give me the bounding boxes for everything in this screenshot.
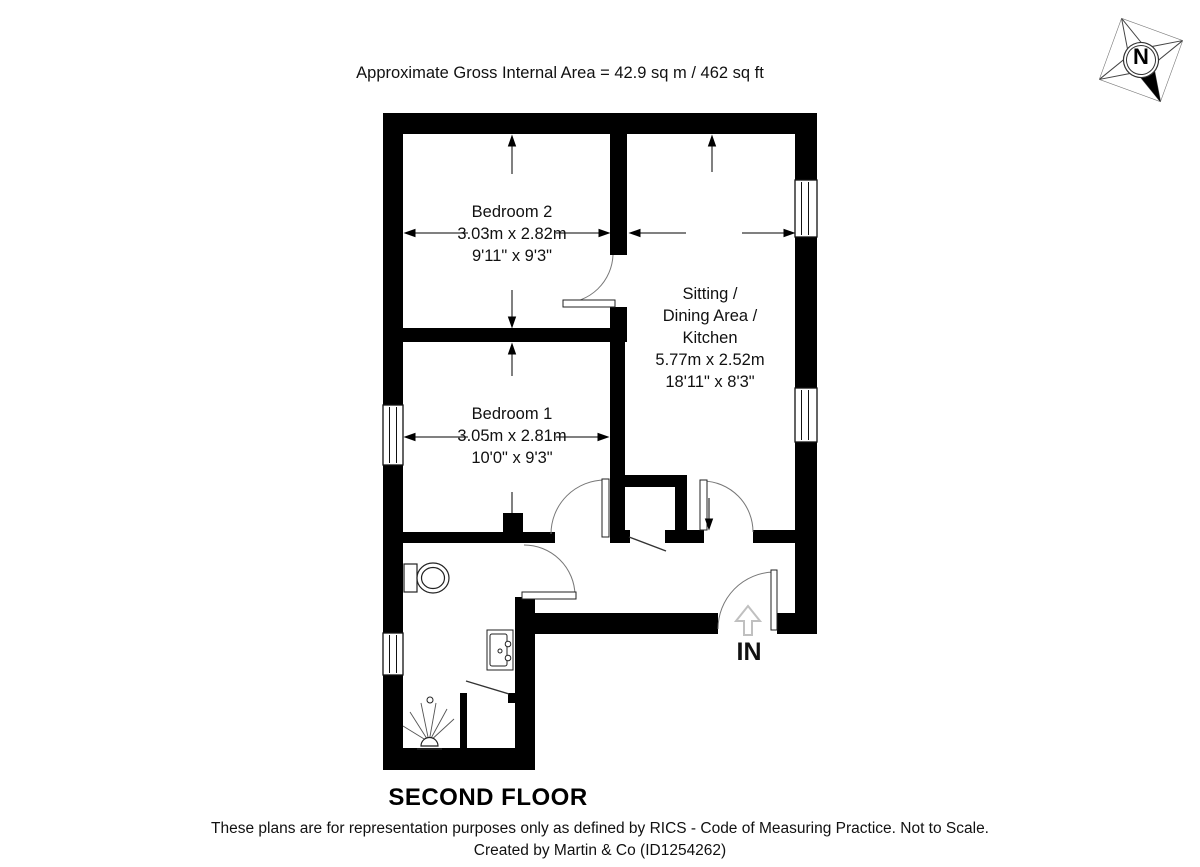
walls bbox=[383, 113, 817, 770]
door-bedroom1 bbox=[550, 478, 610, 538]
dimension-arrows bbox=[403, 134, 796, 532]
sitting-line2: Dining Area / bbox=[662, 307, 758, 325]
sitting-line3: Kitchen bbox=[682, 329, 738, 347]
door-bedroom2 bbox=[562, 254, 616, 308]
compass-north-label: N bbox=[1133, 44, 1149, 69]
wall-right-upper bbox=[795, 133, 817, 180]
bedroom2-metric: 3.03m x 2.82m bbox=[457, 225, 567, 243]
wall-bathroom-right bbox=[515, 597, 535, 770]
window-sitting-lower bbox=[794, 387, 818, 443]
bedroom2-imperial: 9'11" x 9'3" bbox=[471, 247, 553, 265]
fixtures bbox=[402, 562, 514, 750]
entrance-arrow-icon bbox=[733, 604, 763, 636]
wall-top bbox=[383, 113, 817, 134]
sitting-line1: Sitting / bbox=[682, 285, 738, 303]
bedroom1-imperial: 10'0" x 9'3" bbox=[471, 449, 553, 467]
wall-right-mid bbox=[795, 237, 817, 388]
door-bathroom bbox=[521, 544, 577, 600]
window-bathroom bbox=[382, 632, 404, 676]
bedroom2-name: Bedroom 2 bbox=[471, 203, 553, 221]
bedroom1-metric: 3.05m x 2.81m bbox=[457, 427, 567, 445]
dim-sitting bbox=[628, 134, 796, 531]
wall-bed1-bottom bbox=[383, 532, 555, 543]
closet-wall-right bbox=[675, 487, 687, 542]
wall-sitting-bottom bbox=[753, 530, 797, 543]
windows bbox=[382, 179, 818, 676]
closet-wall-bottom-right bbox=[665, 530, 704, 543]
wall-bed2-sitting-upper bbox=[610, 133, 627, 255]
closet-wall-bottom-left bbox=[610, 530, 630, 543]
floor-title: SECOND FLOOR bbox=[388, 784, 588, 811]
footer-credit: Created by Martin & Co (ID1254262) bbox=[473, 842, 727, 859]
compass-icon bbox=[1098, 17, 1184, 103]
sitting-imperial: 18'11" x 8'3" bbox=[665, 373, 755, 391]
sitting-room-label: Sitting / Dining Area / Kitchen 5.77m x … bbox=[630, 283, 790, 393]
window-sitting-upper bbox=[794, 179, 818, 238]
dim-bedroom1 bbox=[403, 342, 610, 532]
wall-bed1-sitting bbox=[610, 342, 625, 543]
toilet-icon bbox=[403, 562, 450, 594]
wall-between-bedrooms bbox=[383, 328, 627, 342]
entrance-in-label: IN bbox=[736, 638, 762, 666]
gross-internal-area-text: Approximate Gross Internal Area = 42.9 s… bbox=[356, 64, 764, 82]
dim-bedroom2 bbox=[403, 134, 611, 329]
wall-bottom-bathroom bbox=[383, 748, 535, 770]
shower-icon bbox=[402, 696, 455, 750]
window-bedroom1 bbox=[382, 404, 404, 466]
wall-left-lower bbox=[383, 675, 403, 770]
footer-disclaimer: These plans are for representation purpo… bbox=[211, 820, 989, 837]
wall-left-mid bbox=[383, 465, 403, 633]
sitting-metric: 5.77m x 2.52m bbox=[655, 351, 765, 369]
door-shower bbox=[465, 680, 510, 695]
wall-hall-south bbox=[535, 613, 718, 634]
wall-shower-partition bbox=[460, 693, 467, 748]
wall-left-upper bbox=[383, 113, 403, 405]
closet-wall-top bbox=[613, 475, 687, 487]
door-closet bbox=[628, 536, 667, 552]
wall-right-lower bbox=[795, 442, 817, 634]
door-entrance bbox=[717, 569, 778, 631]
doors bbox=[465, 254, 778, 695]
bedroom1-label: Bedroom 1 3.05m x 2.81m 10'0" x 9'3" bbox=[402, 403, 622, 469]
sink-icon bbox=[486, 629, 514, 671]
door-sitting bbox=[699, 479, 754, 533]
bedroom2-label: Bedroom 2 3.03m x 2.82m 9'11" x 9'3" bbox=[402, 201, 622, 267]
bedroom1-name: Bedroom 1 bbox=[471, 405, 553, 423]
wall-shower-stub bbox=[508, 693, 517, 703]
